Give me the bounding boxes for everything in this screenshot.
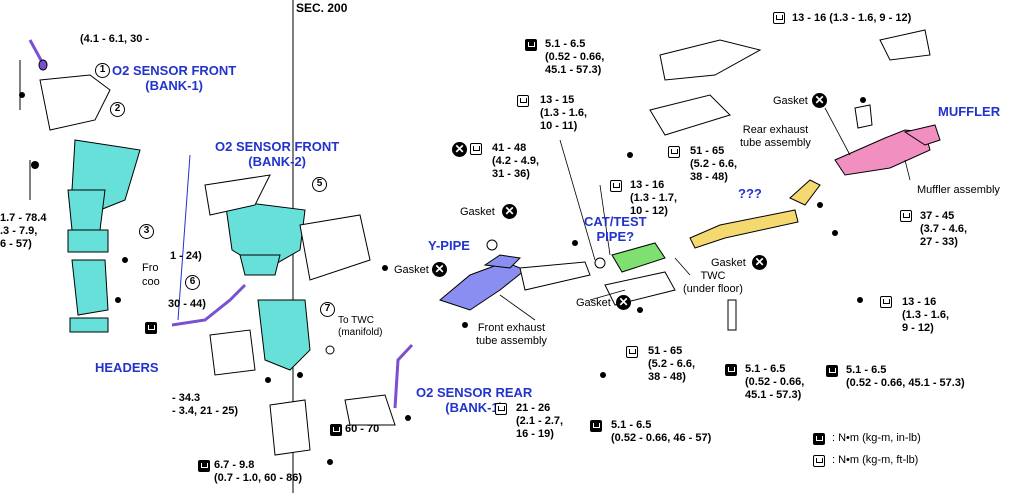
exhaust-manifold-bank1 [67, 139, 141, 333]
torque-icon [725, 364, 737, 376]
torque-37-45: 37 - 45 (3.7 - 4.6, 27 - 33) [920, 210, 968, 248]
label-o2-front-bank1: O2 SENSOR FRONT (BANK-1) [112, 63, 237, 93]
torque-51-65-b: 51 - 65 (5.2 - 6.6, 38 - 48) [690, 145, 738, 183]
torque-5-1-d: 5.1 - 6.5 (0.52 - 0.66, 45.1 - 57.3) [745, 363, 805, 401]
torque-icon [626, 346, 638, 358]
torque-13-16-a: 13 - 16 (1.3 - 1.7, 10 - 12) [630, 179, 678, 217]
label-gasket: Gasket [711, 257, 746, 269]
torque-51-65-c: 51 - 65 (5.2 - 6.6, 38 - 48) [648, 345, 696, 383]
torque-21-26: 21 - 26 (2.1 - 2.7, 16 - 19) [516, 402, 564, 440]
y-pipe [438, 254, 526, 311]
label-o2-rear: O2 SENSOR REAR (BANK-1) [416, 385, 533, 415]
callout-2: 2 [110, 102, 125, 117]
torque-icon [525, 39, 537, 51]
callout-5: 5 [312, 177, 327, 192]
label-gasket: Gasket [576, 297, 611, 309]
label-muffler-assembly: Muffler assembly [917, 184, 1000, 196]
x-mark-icon: ✕ [432, 262, 447, 277]
torque-60-70: 60 - 70 [345, 423, 380, 435]
torque-icon [826, 365, 838, 377]
torque-5-1-a: 5.1 - 6.5 (0.52 - 0.66, 45.1 - 57.3) [545, 38, 605, 76]
label-coo: coo [142, 276, 160, 288]
label-gasket: Gasket [460, 206, 495, 218]
legend-icon-outline [813, 455, 825, 467]
torque-icon [900, 210, 912, 222]
x-mark-icon: ✕ [452, 142, 467, 157]
torque-5-1-e: 5.1 - 6.5 (0.52 - 0.66, 45.1 - 57.3) [846, 364, 965, 389]
torque-icon [330, 424, 342, 436]
torque-icon [590, 420, 602, 432]
torque-icon [668, 146, 680, 158]
label-cat-test-pipe: CAT/TEST PIPE? [584, 214, 647, 244]
callout-7: 7 [320, 302, 335, 317]
legend-in-lb: : N•m (kg-m, in-lb) [832, 432, 921, 444]
label-o2-front-bank2: O2 SENSOR FRONT (BANK-2) [215, 139, 340, 169]
label-y-pipe: Y-PIPE [428, 238, 470, 253]
torque-13-15: 13 - 15 (1.3 - 1.6, 10 - 11) [540, 94, 588, 132]
label-unknown: ??? [738, 186, 762, 201]
resonator [689, 179, 821, 249]
x-mark-icon: ✕ [812, 93, 827, 108]
torque-icon [198, 460, 210, 472]
legend-ft-lb: : N•m (kg-m, ft-lb) [832, 454, 919, 466]
label-headers: HEADERS [95, 360, 159, 375]
exhaust-manifold-bank2 [224, 199, 311, 371]
label-fro: Fro [142, 262, 159, 274]
torque-41-48: 41 - 48 (4.2 - 4.9, 31 - 36) [492, 142, 540, 180]
torque-top-left: (4.1 - 6.1, 30 - [80, 33, 150, 45]
callout-6: 6 [185, 275, 200, 290]
x-mark-icon: ✕ [752, 255, 767, 270]
label-twc-under-floor: TWC (under floor) [683, 270, 743, 295]
torque-icon [495, 403, 507, 415]
torque-24: 1 - 24) [170, 250, 202, 262]
torque-icon [610, 180, 622, 192]
label-muffler: MUFFLER [938, 104, 1001, 119]
torque-icon [773, 12, 785, 24]
torque-34-3: - 34.3 - 3.4, 21 - 25) [172, 392, 239, 417]
torque-13-16-b: 13 - 16 (1.3 - 1.6, 9 - 12) [902, 296, 950, 334]
label-front-exhaust-tube: Front exhaust tube assembly [476, 322, 547, 347]
label-gasket: Gasket [394, 264, 429, 276]
torque-5-1-f: 5.1 - 6.5 (0.52 - 0.66, 46 - 57) [611, 419, 712, 444]
torque-6-7-9-8: 6.7 - 9.8 (0.7 - 1.0, 60 - 86) [214, 459, 303, 484]
torque-44: 30 - 44) [168, 298, 206, 310]
callout-1: 1 [95, 63, 110, 78]
torque-icon [145, 322, 157, 334]
torque-13-16-top: 13 - 16 (1.3 - 1.6, 9 - 12) [792, 12, 912, 24]
torque-icon [470, 143, 482, 155]
catalytic-converter [611, 242, 666, 273]
section-title: SEC. 200 [296, 1, 348, 15]
legend-icon-filled [813, 433, 825, 445]
torque-icon [880, 296, 892, 308]
x-mark-icon: ✕ [502, 204, 517, 219]
label-to-twc: To TWC (manifold) [338, 315, 383, 338]
x-mark-icon: ✕ [616, 295, 631, 310]
label-rear-exhaust-tube: Rear exhaust tube assembly [740, 124, 811, 149]
label-gasket: Gasket [773, 95, 808, 107]
torque-icon [517, 95, 529, 107]
muffler-assembly [834, 124, 941, 176]
callout-3: 3 [139, 224, 154, 239]
torque-left-mid: 1.7 - 78.4 .3 - 7.9, 6 - 57) [0, 212, 47, 250]
